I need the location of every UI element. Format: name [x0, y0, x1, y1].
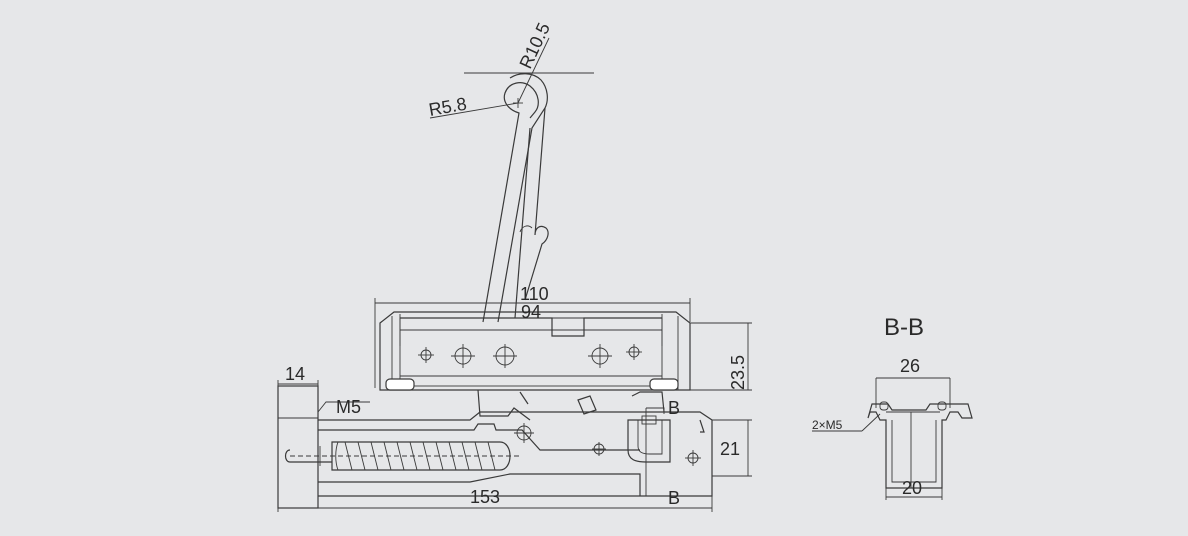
width-holes-label: 94: [521, 302, 541, 322]
section-thread-label: 2×M5: [812, 418, 843, 432]
section-marker-top: B: [668, 398, 680, 418]
section-title: B-B: [884, 314, 924, 341]
section-top-width-label: 26: [900, 356, 920, 376]
upper-bracket: [379, 311, 691, 391]
thread-label: M5: [336, 397, 361, 417]
radius-small-label: R5.8: [427, 94, 468, 120]
flange-width-label: 14: [285, 364, 305, 384]
radius-large-label: R10.5: [515, 20, 553, 72]
lower-body-dimensions: 14 M5 21 153 B B: [277, 364, 752, 512]
upper-bracket-dimensions: 110 94 23.5: [374, 284, 752, 391]
hook-arm: [482, 73, 549, 323]
section-marker-bottom: B: [668, 488, 680, 508]
height-bracket-label: 23.5: [728, 355, 748, 390]
lower-body: [277, 385, 713, 509]
section-view: B-B 26 20 2×M5: [812, 314, 973, 500]
length-overall-label: 153: [470, 487, 500, 507]
section-bottom-width-label: 20: [902, 478, 922, 498]
height-lower-label: 21: [720, 439, 740, 459]
radius-dimensions: R10.5 R5.8: [427, 20, 594, 120]
width-overall-label: 110: [520, 284, 549, 304]
